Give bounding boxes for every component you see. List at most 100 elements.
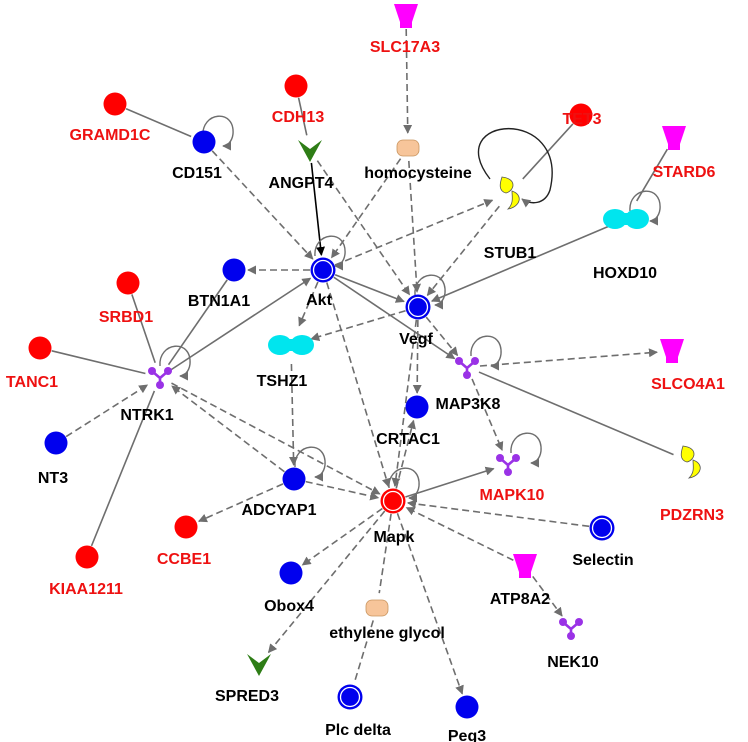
node-slco4a1[interactable]: SLCO4A1 xyxy=(651,339,725,393)
self-loop-akt xyxy=(314,235,346,271)
node-selectin[interactable]: Selectin xyxy=(572,515,634,570)
node-label: TSHZ1 xyxy=(257,373,308,390)
edge-ntrk1-to-akt xyxy=(170,277,312,371)
double-circle-icon xyxy=(310,257,336,283)
edge-akt-to-map3k8 xyxy=(333,276,456,360)
edge-akt-to-tshz1 xyxy=(298,281,319,327)
node-ntrk1[interactable]: NTRK1 xyxy=(120,367,174,424)
enzyme-icon xyxy=(499,176,520,210)
node-angpt4[interactable]: ANGPT4 xyxy=(269,140,334,192)
edge-ntrk1-to-mapk xyxy=(171,382,381,495)
node-label: STARD6 xyxy=(653,164,716,181)
node-label: NT3 xyxy=(38,470,68,487)
node-map3k8[interactable]: MAP3K8 xyxy=(436,357,501,413)
edge-mapk-to-spred3 xyxy=(267,510,386,654)
node-gramd1c[interactable]: GRAMD1C xyxy=(70,92,151,145)
peanut-icon xyxy=(268,335,314,355)
node-vegf[interactable]: Vegf xyxy=(399,294,434,349)
circle-icon xyxy=(405,395,429,419)
node-pdzrn3[interactable]: PDZRN3 xyxy=(660,445,724,524)
edge-kiaa1211-to-ntrk1 xyxy=(90,390,156,547)
edge-vegf-to-tshz1 xyxy=(310,309,406,341)
edge-srbd1-to-ntrk1 xyxy=(131,294,156,364)
node-label: TANC1 xyxy=(6,374,58,391)
node-stub1[interactable]: STUB1 xyxy=(484,176,537,262)
edge-mapk-to-mapk10 xyxy=(405,466,495,498)
circle-icon xyxy=(192,130,216,154)
edge-cd151-to-akt xyxy=(211,150,314,260)
node-akt[interactable]: Akt xyxy=(306,257,336,310)
self-loop-mapk xyxy=(388,467,420,503)
edge-tshz1-to-adcyap1 xyxy=(289,363,299,466)
node-homocysteine[interactable]: homocysteine xyxy=(364,139,472,182)
edge-slc17a3-to-homocysteine xyxy=(403,28,413,134)
node-atp8a2[interactable]: ATP8A2 xyxy=(490,554,550,608)
node-label: TET3 xyxy=(562,111,601,128)
circle-icon xyxy=(279,561,303,585)
self-loop-map3k8 xyxy=(470,335,502,371)
edge-nt3-to-ntrk1 xyxy=(65,384,149,438)
node-label: homocysteine xyxy=(364,165,472,182)
circle-icon xyxy=(28,336,52,360)
edge-btn1a1-to-ntrk1 xyxy=(167,279,228,366)
node-label: CRTAC1 xyxy=(376,431,440,448)
edge-adcyap1-to-ntrk1 xyxy=(171,385,285,473)
node-hoxd10[interactable]: HOXD10 xyxy=(593,209,657,282)
node-spred3[interactable]: SPRED3 xyxy=(215,654,279,705)
edge-map3k8-to-slco4a1 xyxy=(479,348,658,367)
node-cdh13[interactable]: CDH13 xyxy=(272,74,325,127)
node-nek10[interactable]: NEK10 xyxy=(547,618,599,671)
self-loop-hoxd10 xyxy=(629,190,661,226)
node-srbd1[interactable]: SRBD1 xyxy=(99,271,153,327)
edge-vegf-to-mapk xyxy=(391,319,418,488)
edge-cdh13-to-angpt4 xyxy=(297,97,308,136)
circle-icon xyxy=(174,515,198,539)
cup-icon xyxy=(394,4,418,28)
node-ethylene-glycol[interactable]: ethylene glycol xyxy=(329,599,445,642)
kinase-icon xyxy=(496,454,520,476)
edge-map3k8-to-pdzrn3 xyxy=(478,371,674,456)
edge-mapk-to-ethylene-glycol xyxy=(378,513,392,594)
circle-icon xyxy=(116,271,140,295)
kinase-icon xyxy=(559,618,583,640)
node-plc-delta[interactable]: Plc delta xyxy=(325,684,391,740)
circle-icon xyxy=(284,74,308,98)
node-kiaa1211[interactable]: KIAA1211 xyxy=(49,545,123,599)
node-stard6[interactable]: STARD6 xyxy=(653,126,716,181)
node-mapk10[interactable]: MAPK10 xyxy=(480,454,545,504)
self-loop-layer xyxy=(159,115,661,503)
kinase-icon xyxy=(455,357,479,379)
node-peg3[interactable]: Peg3 xyxy=(448,695,486,742)
node-adcyap1[interactable]: ADCYAP1 xyxy=(242,467,317,520)
circle-icon xyxy=(282,467,306,491)
self-loop-adcyap1 xyxy=(294,446,326,482)
node-btn1a1[interactable]: BTN1A1 xyxy=(188,258,250,311)
node-label: GRAMD1C xyxy=(70,127,151,144)
node-label: Obox4 xyxy=(264,598,314,615)
node-cd151[interactable]: CD151 xyxy=(172,130,222,183)
node-tet3[interactable]: TET3 xyxy=(562,103,602,129)
node-slc17a3[interactable]: SLC17A3 xyxy=(370,4,440,56)
double-circle-icon xyxy=(337,684,363,710)
node-label: Plc delta xyxy=(325,722,391,739)
self-loop-vegf xyxy=(414,274,446,310)
double-circle-icon xyxy=(589,515,615,541)
circle-icon xyxy=(455,695,479,719)
node-label: ADCYAP1 xyxy=(242,502,317,519)
node-tshz1[interactable]: TSHZ1 xyxy=(257,335,314,390)
edge-akt-to-stub1 xyxy=(334,199,494,266)
node-label: Vegf xyxy=(399,331,433,348)
node-label: SPRED3 xyxy=(215,688,279,705)
node-obox4[interactable]: Obox4 xyxy=(264,561,314,616)
node-mapk[interactable]: Mapk xyxy=(374,488,415,547)
node-label: PDZRN3 xyxy=(660,507,724,524)
edge-gramd1c-to-cd151 xyxy=(125,107,192,138)
node-label: SLCO4A1 xyxy=(651,376,725,393)
cup-icon xyxy=(662,126,686,150)
node-crtac1[interactable]: CRTAC1 xyxy=(376,395,440,449)
node-tanc1[interactable]: TANC1 xyxy=(6,336,58,392)
node-nt3[interactable]: NT3 xyxy=(38,431,68,488)
node-ccbe1[interactable]: CCBE1 xyxy=(157,515,211,569)
double-circle-icon xyxy=(380,488,406,514)
